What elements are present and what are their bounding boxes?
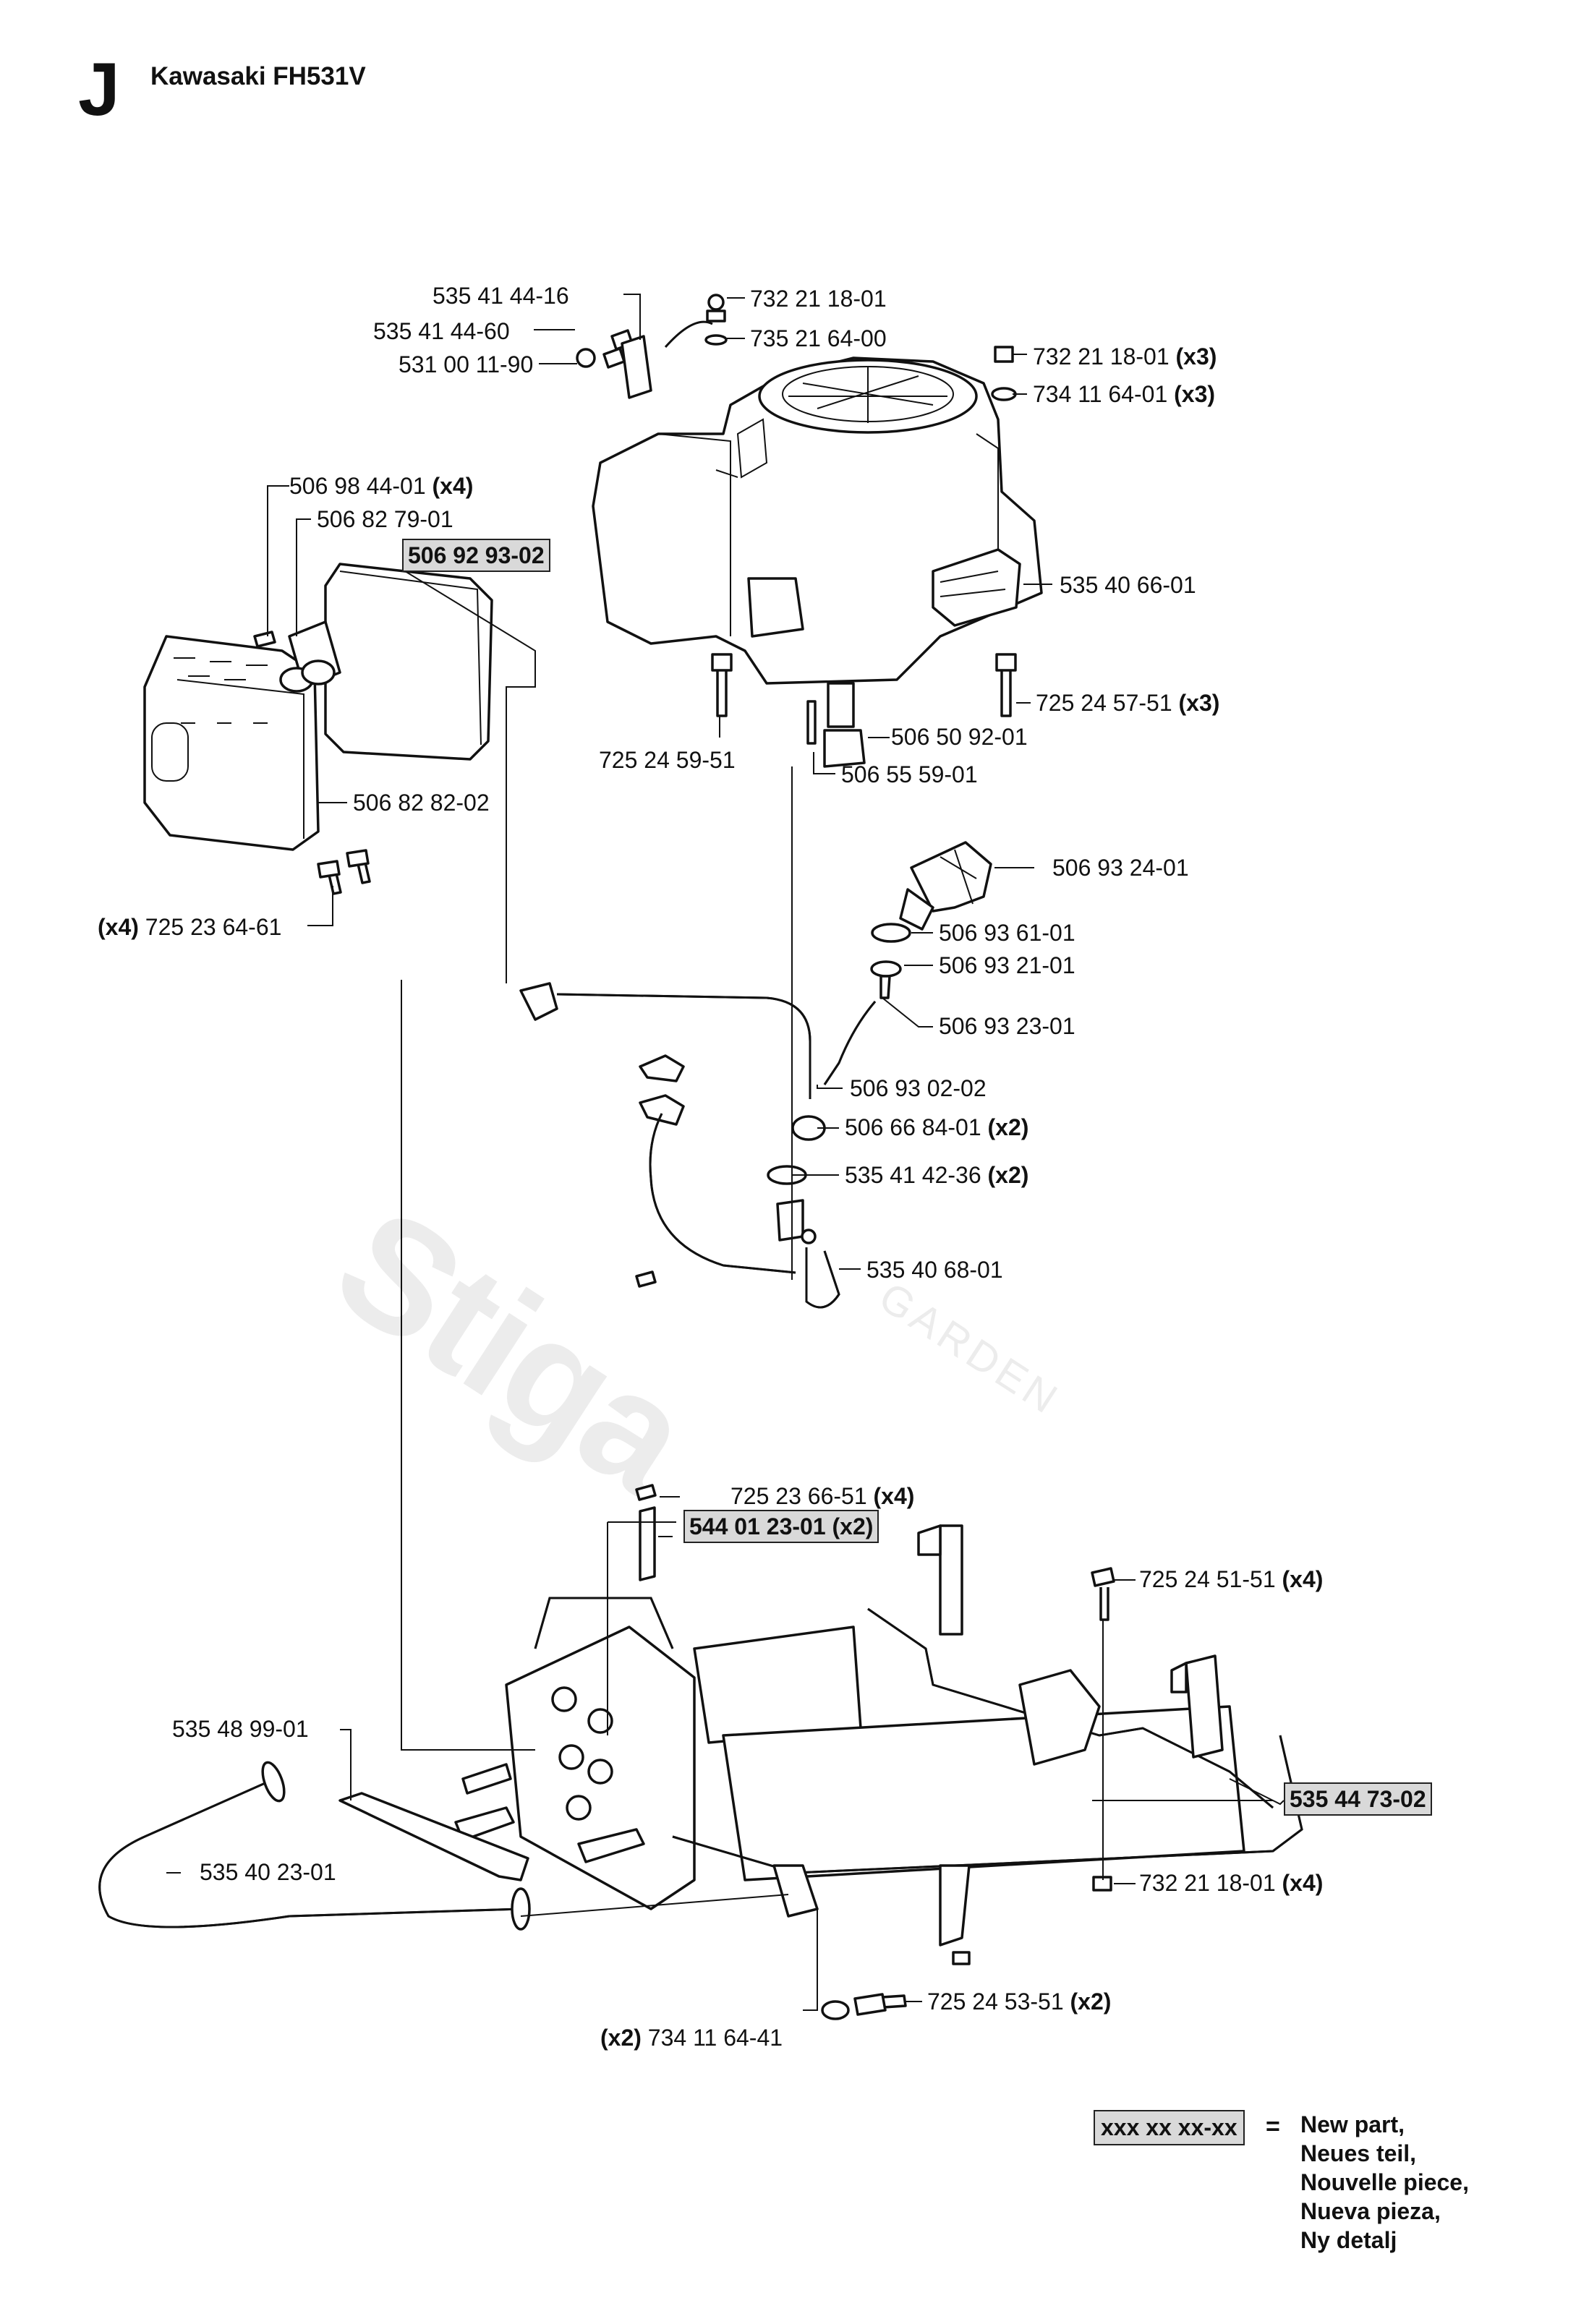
part-label: 725 24 51-51 (x4) [1139, 1566, 1324, 1592]
model-title: Kawasaki FH531V [150, 62, 366, 90]
new-part-label: 506 92 93-02 [402, 539, 550, 572]
part-label: 506 66 84-01 (x2) [845, 1114, 1029, 1140]
part-label: 535 41 44-16 [433, 283, 569, 309]
part-label: 506 93 02-02 [850, 1075, 987, 1101]
engine-hardware [576, 294, 1017, 768]
engine-drawing [592, 356, 1043, 728]
fuel-line-drawing [519, 841, 992, 1309]
legend-line: Nouvelle piece, [1300, 2169, 1469, 2195]
legend-line: Neues teil, [1300, 2140, 1417, 2166]
part-label: 506 93 23-01 [939, 1013, 1075, 1039]
part-label: 506 98 44-01 (x4) [289, 473, 474, 499]
legend-equals: = [1266, 2113, 1280, 2140]
part-label: 506 82 79-01 [317, 506, 453, 532]
part-label: 725 24 59-51 [599, 747, 736, 773]
part-label: 732 21 18-01 [750, 286, 887, 312]
part-label: 535 40 23-01 [200, 1859, 336, 1885]
part-label: 535 41 42-36 (x2) [845, 1162, 1029, 1188]
part-label: 531 00 11-90 [399, 351, 534, 377]
part-label: 735 21 64-00 [750, 325, 887, 351]
legend-line: Ny detalj [1300, 2227, 1397, 2253]
muffler-drawing [143, 563, 493, 895]
legend-sample-box: xxx xx xx-xx [1094, 2110, 1245, 2145]
part-label: (x2) 734 11 64-41 [600, 2025, 783, 2051]
part-label: 506 93 24-01 [1052, 855, 1189, 881]
part-label: 734 11 64-01 (x3) [1033, 381, 1216, 407]
part-label: 725 23 66-51 (x4) [730, 1483, 915, 1509]
part-label: 506 93 61-01 [939, 920, 1075, 946]
part-label: 725 24 53-51 (x2) [927, 1988, 1112, 2015]
part-label: 535 41 44-60 [373, 318, 510, 344]
frame-drawing [454, 1270, 1303, 2020]
legend-line: Nueva pieza, [1300, 2198, 1441, 2224]
bumper-drawing [98, 1761, 531, 1931]
legend-line: New part, [1300, 2111, 1405, 2137]
part-label: 535 40 68-01 [866, 1257, 1003, 1283]
part-label: 725 24 57-51 (x3) [1036, 690, 1220, 716]
new-part-label: 544 01 23-01 (x2) [683, 1510, 879, 1543]
part-label: 506 55 59-01 [841, 761, 978, 787]
part-label: 732 21 18-01 (x4) [1139, 1870, 1324, 1896]
new-part-label: 535 44 73-02 [1284, 1782, 1432, 1816]
leader-lines [166, 294, 1285, 2011]
part-label: 506 93 21-01 [939, 952, 1075, 978]
legend-text: New part, Neues teil, Nouvelle piece, Nu… [1300, 2110, 1469, 2255]
part-label: 506 82 82-02 [353, 790, 490, 816]
part-label: (x4) 725 23 64-61 [98, 914, 282, 940]
part-label: 535 40 66-01 [1060, 572, 1196, 598]
part-label: 535 48 99-01 [172, 1716, 309, 1742]
part-label: 506 50 92-01 [891, 724, 1028, 750]
section-letter: J [78, 48, 120, 132]
part-label: 732 21 18-01 (x3) [1033, 343, 1217, 369]
